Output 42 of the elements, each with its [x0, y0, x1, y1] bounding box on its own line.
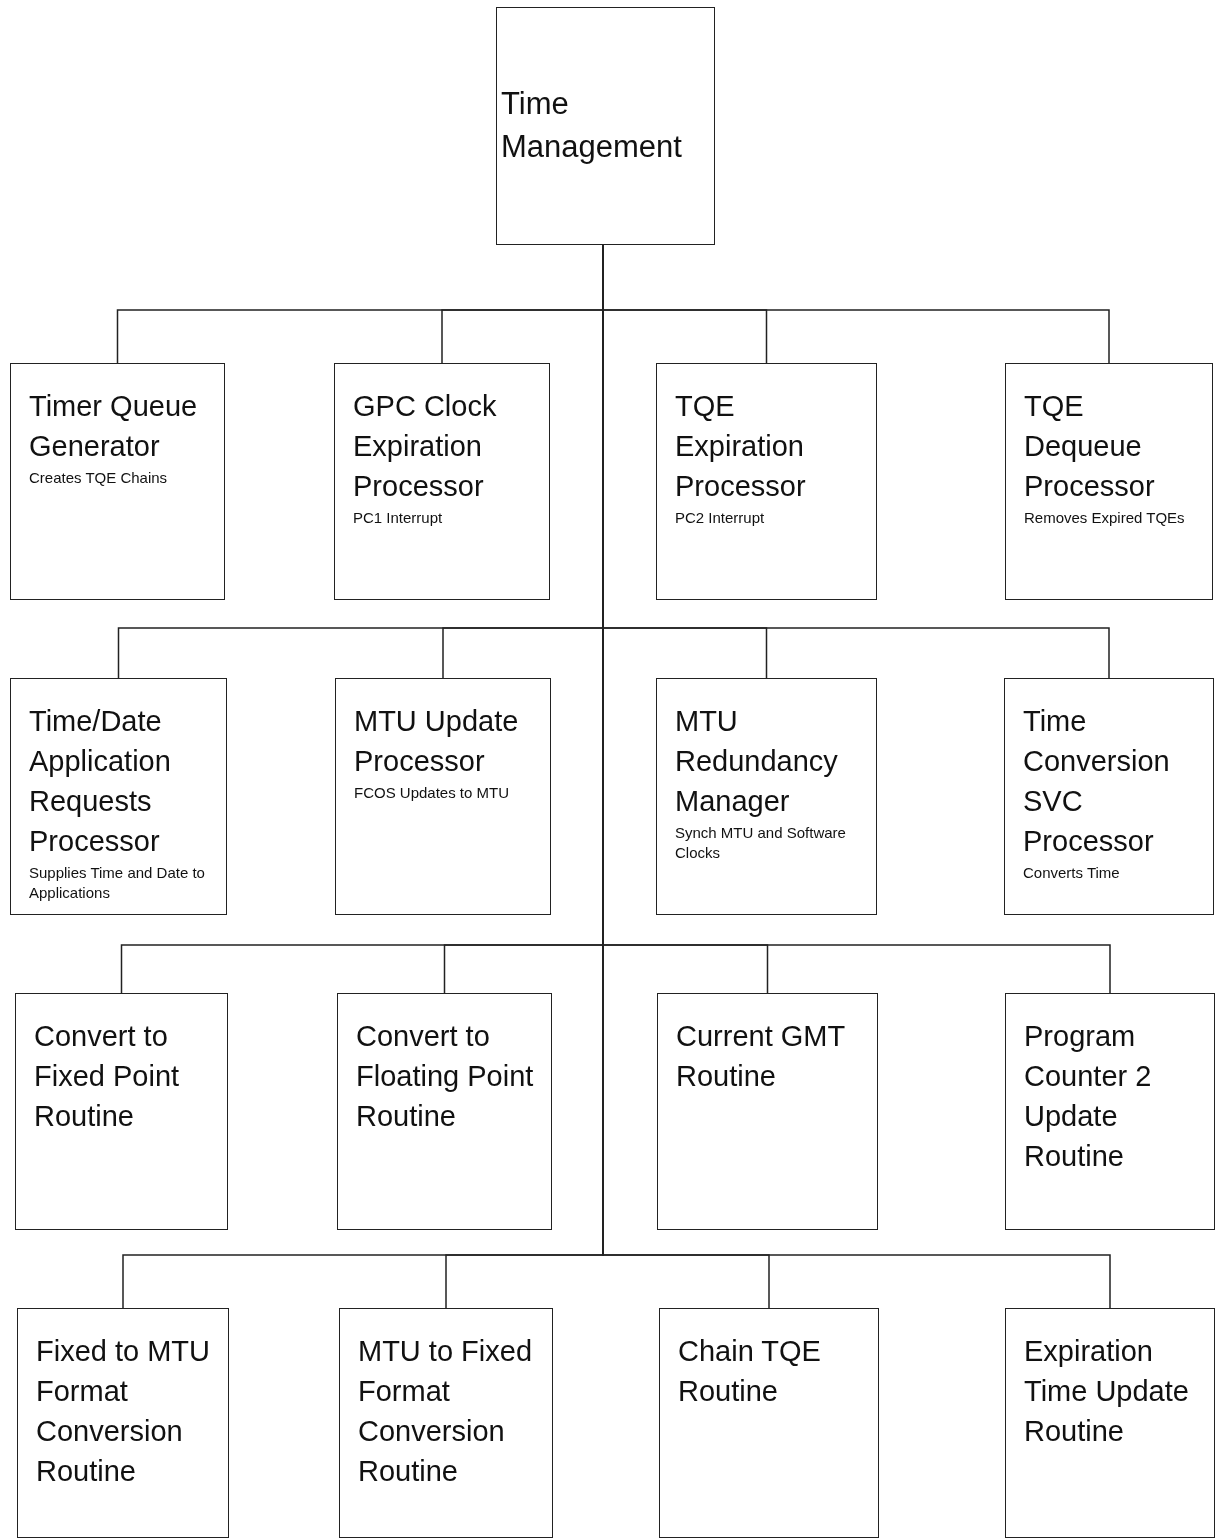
box-title: Chain TQE Routine [678, 1334, 822, 1409]
process-box [656, 678, 877, 915]
box-title: MTU Redundancy Manager [675, 704, 839, 820]
box-title: TQE Expiration Processor [675, 389, 807, 505]
box-description: PC1 Interrupt [353, 508, 444, 528]
process-box [17, 1308, 229, 1538]
box-title: MTU to Fixed Format Conversion Routine [358, 1334, 534, 1490]
box-title: Fixed to MTU Format Conversion Routine [36, 1334, 212, 1490]
process-box [10, 363, 225, 600]
process-box [657, 993, 878, 1230]
process-box [335, 678, 551, 915]
box-title: TQE Dequeue Processor [1024, 389, 1156, 505]
box-title: Timer Queue Generator [29, 389, 199, 464]
process-box [1004, 678, 1214, 915]
box-description: Supplies Time and Date to Applications [29, 863, 206, 903]
process-box [10, 678, 227, 915]
box-title: GPC Clock Expiration Processor [353, 389, 498, 505]
process-box [656, 363, 877, 600]
box-title: Current GMT Routine [676, 1019, 846, 1094]
box-description: Creates TQE Chains [29, 468, 169, 488]
process-box [1005, 993, 1215, 1230]
box-title: Expiration Time Update Routine [1024, 1334, 1190, 1450]
process-box [337, 993, 552, 1230]
box-title: Convert to Floating Point Routine [356, 1019, 535, 1135]
process-box [1005, 1308, 1215, 1538]
box-description: PC2 Interrupt [675, 508, 766, 528]
process-box [339, 1308, 553, 1538]
box-title: Program Counter 2 Update Routine [1024, 1019, 1153, 1175]
process-box [1005, 363, 1213, 600]
box-description: Removes Expired TQEs [1024, 508, 1186, 528]
box-description: FCOS Updates to MTU [354, 783, 511, 803]
process-box [334, 363, 550, 600]
box-title: Time Management [501, 85, 683, 166]
box-title: MTU Update Processor [354, 704, 520, 779]
process-box [15, 993, 228, 1230]
box-title: Time/Date Application Requests Processor [29, 704, 172, 860]
process-box [496, 7, 715, 245]
process-box [659, 1308, 879, 1538]
box-title: Convert to Fixed Point Routine [34, 1019, 181, 1135]
box-description: Synch MTU and Software Clocks [675, 823, 847, 863]
box-description: Converts Time [1023, 863, 1121, 883]
box-title: Time Conversion SVC Processor [1023, 704, 1171, 860]
